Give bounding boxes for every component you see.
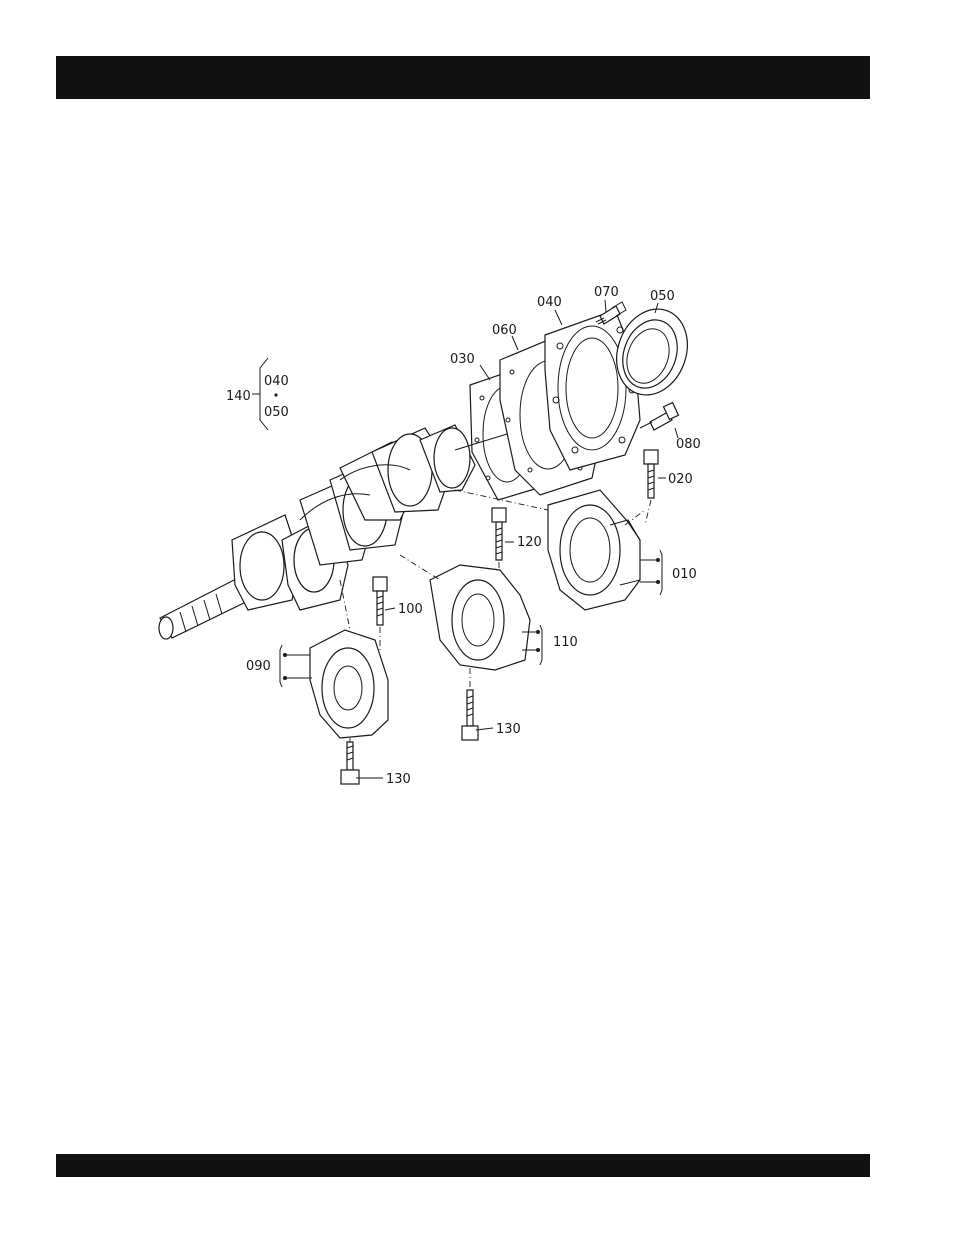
label-130-center: 130 xyxy=(496,722,521,737)
label-100: 100 xyxy=(398,602,423,617)
bearing-housing-110 xyxy=(430,565,542,670)
label-kit-050: 050 xyxy=(264,405,289,420)
label-090: 090 xyxy=(246,659,271,674)
bolt-080 xyxy=(640,403,678,430)
label-010: 010 xyxy=(672,567,697,582)
bolt-130-center xyxy=(462,668,478,740)
label-070: 070 xyxy=(594,285,619,300)
label-030: 030 xyxy=(450,352,475,367)
label-080: 080 xyxy=(676,437,701,452)
bearing-housing-090 xyxy=(280,630,388,738)
label-050: 050 xyxy=(650,289,675,304)
label-040: 040 xyxy=(537,295,562,310)
bearing-housing-010 xyxy=(548,490,662,610)
crankshaft xyxy=(159,425,475,639)
bolt-100 xyxy=(373,577,387,650)
label-130-front: 130 xyxy=(386,772,411,787)
label-110: 110 xyxy=(553,635,578,650)
label-140: 140 xyxy=(226,389,251,404)
bolt-020 xyxy=(644,450,658,525)
label-120: 120 xyxy=(517,535,542,550)
label-060: 060 xyxy=(492,323,517,338)
label-kit-040: 040 xyxy=(264,374,289,389)
bolt-130-front xyxy=(341,738,359,784)
label-020: 020 xyxy=(668,472,693,487)
